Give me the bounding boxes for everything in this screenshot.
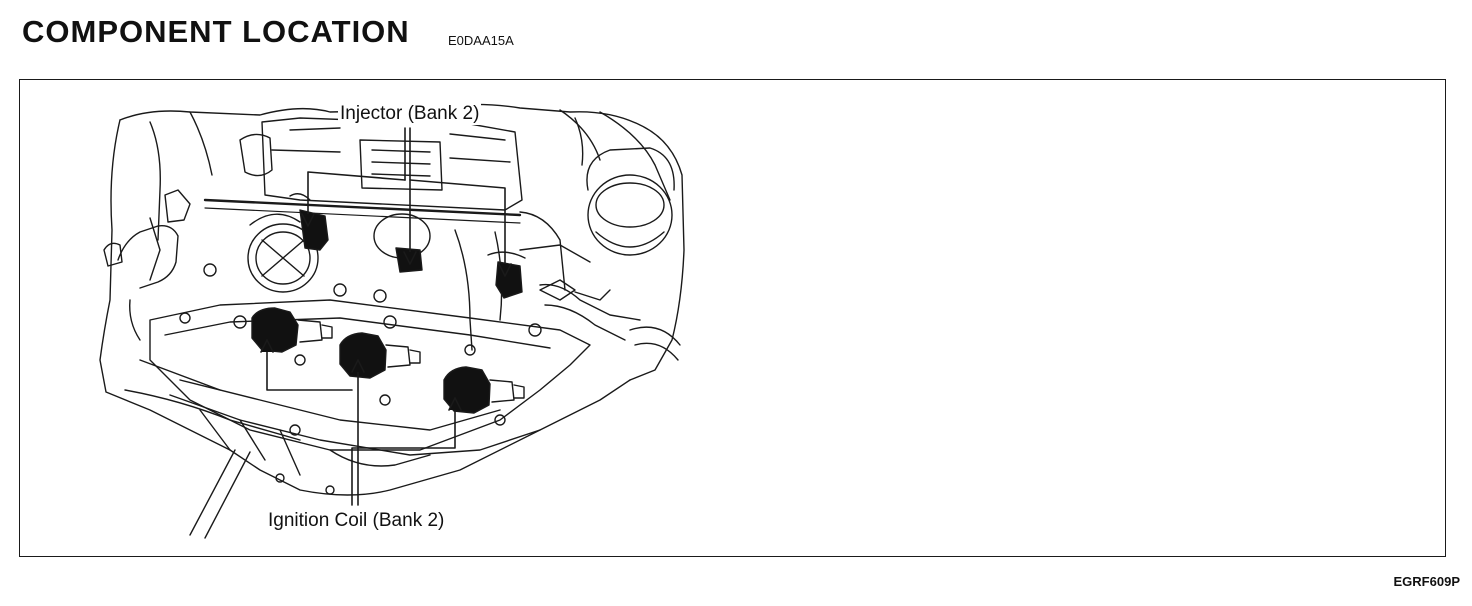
ignition-coil-2 [339, 332, 421, 379]
ignition-coil-1 [251, 307, 333, 353]
page-title: COMPONENT LOCATION [22, 14, 410, 49]
injector-3 [487, 251, 526, 299]
lower-block [169, 394, 541, 539]
figure-frame [19, 79, 1446, 557]
left-hose [103, 189, 191, 341]
figure-code: EGRF609P [1393, 574, 1460, 589]
right-hoses [454, 229, 681, 361]
coil-leader-lines [260, 339, 462, 506]
oil-filler-cap [247, 213, 319, 293]
ignition-coil-label: Ignition Coil (Bank 2) [266, 510, 447, 532]
engine-outline [99, 103, 685, 496]
injector-leader-lines [301, 127, 512, 277]
section-code: E0DAA15A [448, 33, 514, 48]
fuel-rail [203, 198, 566, 291]
injector-label: Injector (Bank 2) [338, 103, 482, 125]
injector-2 [373, 213, 431, 273]
reservoir-cap [586, 147, 675, 256]
intake-manifold [239, 117, 523, 211]
